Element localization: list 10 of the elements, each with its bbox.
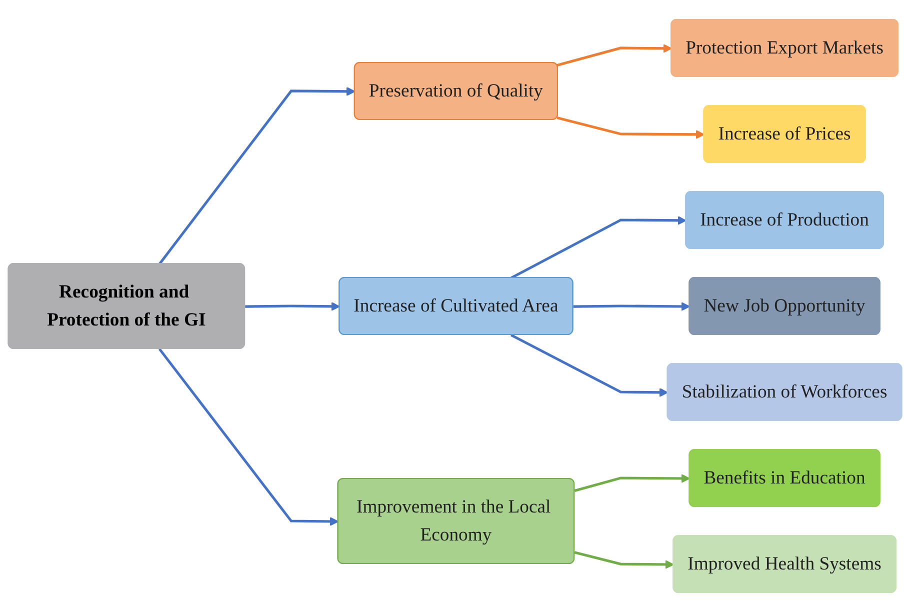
arrow [574, 474, 690, 492]
arrow [556, 116, 705, 139]
arrow [510, 216, 687, 280]
arrow [245, 302, 340, 311]
arrow [556, 44, 672, 66]
arrow [510, 334, 668, 397]
arrow [573, 302, 690, 312]
arrow [158, 348, 339, 526]
arrow [574, 551, 674, 570]
arrow [158, 86, 356, 265]
